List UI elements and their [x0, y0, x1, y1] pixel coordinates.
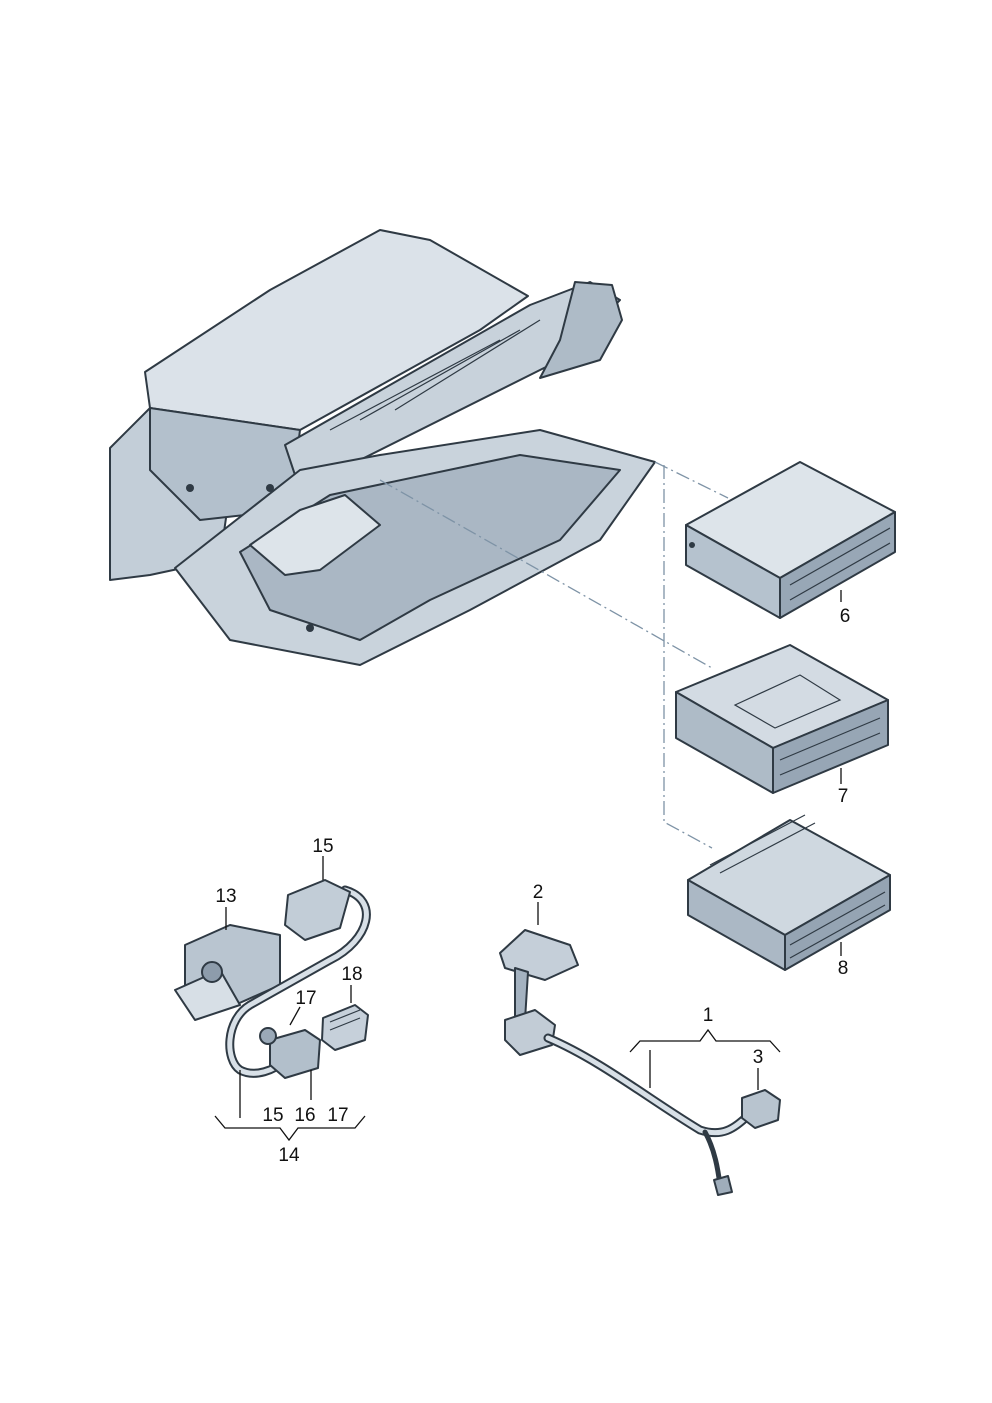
callout-7: 7 [838, 786, 849, 807]
callout-labels: 6 7 8 15 13 2 18 17 1 3 15 16 17 14 [215, 606, 850, 1166]
media-unit [675, 644, 889, 794]
callout-15-top: 15 [312, 836, 333, 857]
callout-3: 3 [753, 1047, 764, 1068]
callout-2: 2 [533, 882, 544, 903]
connector-housing [321, 1004, 369, 1051]
wiring-harness [225, 879, 371, 1079]
callout-18: 18 [341, 964, 362, 985]
callout-8: 8 [838, 958, 849, 979]
phantom-lines [379, 461, 729, 849]
callout-leaders [214, 590, 842, 1142]
callout-15-bottom: 15 [262, 1105, 283, 1126]
callout-17-top: 17 [295, 988, 316, 1009]
callout-17-bottom: 17 [327, 1105, 348, 1126]
callout-14: 14 [278, 1145, 300, 1166]
adapter-bracket [499, 929, 579, 1021]
storage-compartment [685, 461, 896, 619]
glove-box-assembly [109, 229, 656, 666]
callout-1: 1 [703, 1005, 714, 1026]
adapter-cable [504, 1009, 781, 1196]
callout-13: 13 [215, 886, 236, 907]
media-unit-alt [687, 814, 891, 971]
callout-6: 6 [840, 606, 851, 627]
socket [174, 924, 281, 1021]
callout-16: 16 [294, 1105, 315, 1126]
